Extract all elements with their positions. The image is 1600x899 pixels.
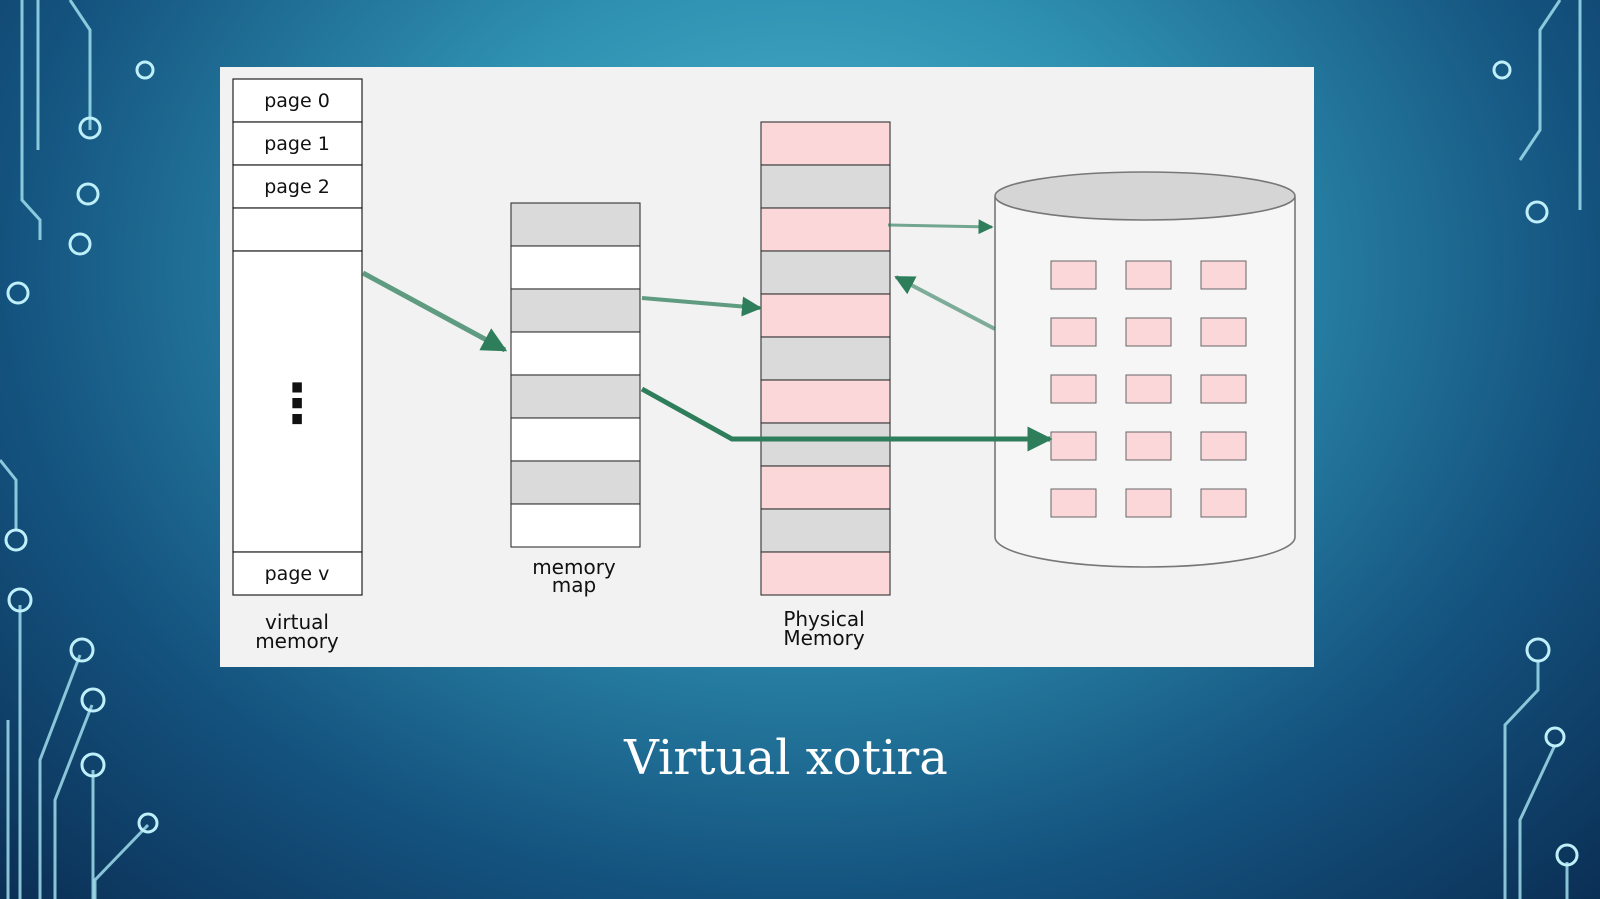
disk-block (1050, 488, 1097, 518)
memory-map-label: memory (532, 555, 616, 579)
vm-last-page-label: page v (265, 563, 330, 585)
physical-memory-frame (760, 551, 891, 596)
physical-memory-label: Memory (783, 626, 865, 650)
physical-memory-frame (760, 121, 891, 166)
disk-block (1125, 431, 1172, 461)
memory-map-cell (510, 460, 641, 505)
disk-top (994, 171, 1296, 221)
memory-map-label: map (552, 573, 596, 597)
disk-block (1050, 260, 1097, 290)
disk-block (1200, 488, 1247, 518)
physical-memory-frame (760, 465, 891, 510)
slide-title: Virtual xotira (624, 730, 948, 786)
physical-memory-label: Physical (783, 607, 864, 631)
vm-last-page-cell (232, 551, 363, 596)
physical-memory-frame (760, 336, 891, 381)
arrow-physical-to-disk (887, 219, 994, 235)
disk-block (1125, 260, 1172, 290)
disk-block (1050, 317, 1097, 347)
mapping-arrows (361, 219, 1053, 452)
arrow-map-to-physical (641, 296, 762, 317)
vm-ellipsis: ⋮ (270, 372, 324, 435)
circuit-lines-left (0, 0, 150, 899)
disk-block (1200, 431, 1247, 461)
memory-map-column: memory map (510, 202, 641, 597)
physical-memory-frame (760, 250, 891, 295)
virtual-memory-label: virtual (265, 610, 329, 634)
memory-map-cell (510, 331, 641, 376)
circuit-nodes-left (4, 60, 159, 834)
disk-block (1125, 488, 1172, 518)
physical-memory-frame (760, 379, 891, 424)
vm-page-label: page 0 (264, 90, 330, 112)
arrow-vm-to-map (361, 270, 508, 353)
memory-diagram-figure: page 0 page 1 page 2 ⋮ page v virtual me… (220, 67, 1314, 667)
memory-map-cell (510, 374, 641, 419)
memory-diagram-svg: page 0 page 1 page 2 ⋮ page v virtual me… (232, 78, 1296, 653)
vm-page-cell (232, 164, 363, 209)
physical-memory-frame (760, 508, 891, 553)
arrow-disk-to-physical (894, 275, 996, 331)
virtual-memory-label: memory (255, 629, 339, 653)
physical-memory-frame (760, 422, 891, 467)
circuit-nodes-right (1492, 60, 1579, 867)
disk-block (1050, 374, 1097, 404)
memory-map-cell (510, 417, 641, 462)
vm-page-cell (232, 207, 363, 252)
vm-page-label: page 2 (264, 176, 330, 198)
disk-block (1125, 374, 1172, 404)
vm-page-cell (232, 78, 363, 123)
disk-cylinder (994, 171, 1296, 568)
disk-block (1200, 260, 1247, 290)
memory-map-cell (510, 245, 641, 290)
disk-block (1125, 317, 1172, 347)
disk-block (1200, 317, 1247, 347)
circuit-lines-right (1503, 0, 1582, 899)
physical-memory-column: Physical Memory (760, 121, 891, 650)
physical-memory-frame (760, 164, 891, 209)
physical-memory-frame (760, 293, 891, 338)
disk-block (1200, 374, 1247, 404)
memory-map-cell (510, 288, 641, 333)
disk-block (1050, 431, 1097, 461)
arrow-map-to-disk (640, 386, 1053, 452)
physical-memory-frame (760, 207, 891, 252)
vm-page-label: page 1 (264, 133, 330, 155)
memory-map-cell (510, 202, 641, 247)
vm-pages-gap (232, 250, 363, 553)
memory-map-cell (510, 503, 641, 548)
virtual-memory-column: page 0 page 1 page 2 ⋮ page v virtual me… (232, 78, 363, 653)
